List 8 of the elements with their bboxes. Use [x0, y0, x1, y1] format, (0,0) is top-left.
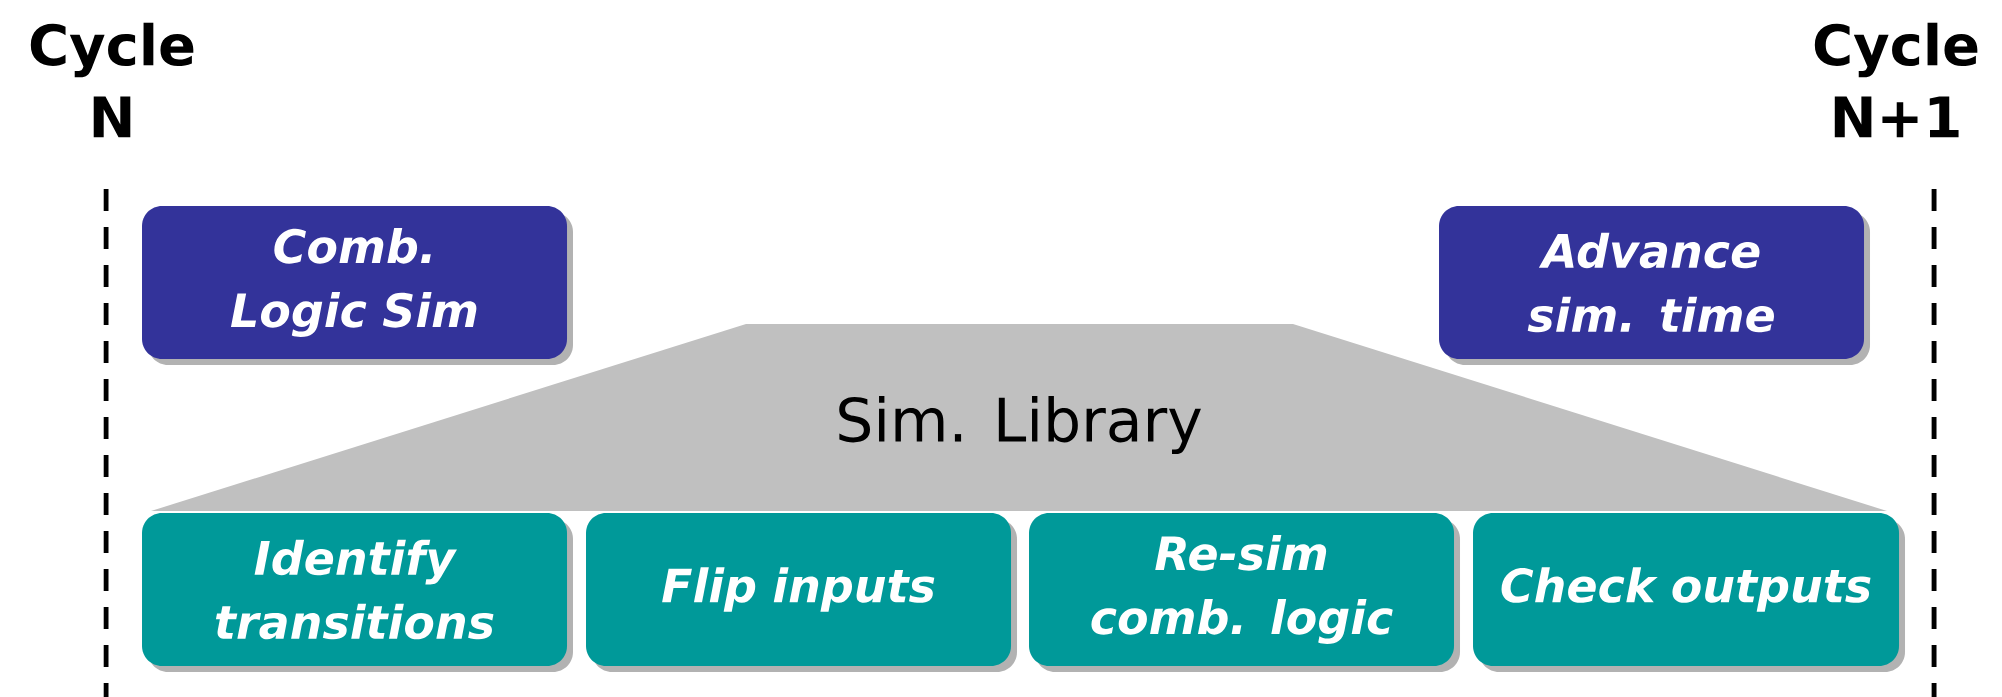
process-box: Re-sim comb. logic: [1029, 513, 1460, 672]
cycle-label: Cycle N: [30, 22, 194, 138]
process-box: Comb. Logic Sim: [142, 206, 573, 365]
process-box: Check outputs: [1473, 513, 1905, 672]
cycle-label: Cycle N+1: [1814, 22, 1978, 138]
process-box: Identify transitions: [142, 513, 573, 672]
process-box: Advance sim. time: [1439, 206, 1870, 365]
process-box: Flip inputs: [586, 513, 1017, 672]
